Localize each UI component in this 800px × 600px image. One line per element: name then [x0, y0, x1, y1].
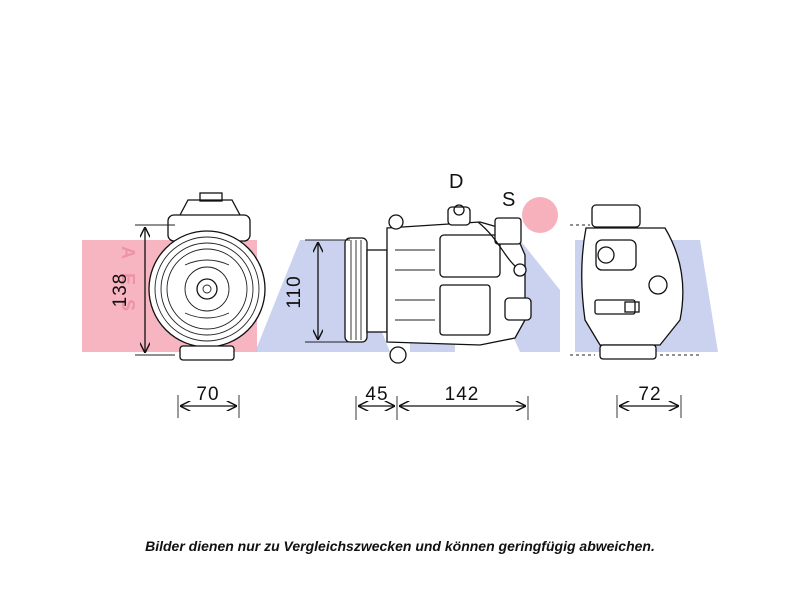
front-view	[148, 192, 266, 361]
rear-reference-lines	[570, 224, 700, 356]
mount-ear-bottom	[389, 346, 407, 364]
watermark-dot	[522, 197, 558, 233]
pulley-bolt	[202, 284, 212, 294]
watermark-vertical-text: AES	[118, 246, 138, 325]
dimension-front-height-label: 138	[110, 273, 131, 308]
rear-connector	[594, 299, 636, 315]
side-body-ribs	[395, 249, 435, 321]
clutch-plate	[184, 266, 230, 312]
rear-fitting	[648, 275, 668, 295]
dimension-front-width-label: 70	[196, 384, 219, 405]
suction-port	[494, 217, 522, 245]
discharge-port-opening	[453, 204, 465, 216]
rear-plug	[624, 301, 640, 313]
dimension-front-height: 138	[110, 224, 175, 356]
disclaimer-caption: Bilder dienen nur zu Vergleichszwecken u…	[145, 538, 655, 554]
side-connector	[504, 297, 532, 321]
pulley-groove-3	[166, 248, 248, 330]
side-rear-head	[439, 284, 491, 336]
dimension-rear-width-label: 72	[638, 384, 661, 405]
suction-port-label: S	[502, 189, 515, 211]
pulley-groove-1	[154, 236, 260, 342]
front-top-cap	[199, 192, 223, 202]
pulley-groove-2	[160, 242, 254, 336]
dimension-body-length-label: 142	[445, 384, 480, 405]
rear-view	[581, 204, 684, 360]
dimension-pulley-depth-label: 45	[365, 384, 388, 405]
rear-body	[581, 227, 684, 346]
pulley-hub	[196, 278, 218, 300]
rear-foot	[599, 344, 657, 360]
dimension-side-height-label: 110	[284, 275, 305, 308]
discharge-port-label: D	[449, 171, 463, 193]
side-clutch-coil	[366, 249, 388, 333]
pulley-outer	[148, 230, 266, 348]
dimension-front-width: 70	[177, 384, 240, 418]
dimension-side-length: 45 142	[355, 384, 529, 420]
mount-ear-rear	[513, 263, 527, 277]
dimension-side-height: 110	[284, 239, 350, 343]
side-view	[344, 204, 532, 364]
clutch-segments	[184, 259, 230, 319]
mount-ear-top	[388, 214, 404, 230]
side-control-valve	[439, 234, 501, 278]
dimension-rear-width: 72	[616, 384, 682, 418]
discharge-port	[447, 206, 471, 226]
rear-valve-screw	[597, 246, 615, 264]
front-bottom-foot	[179, 345, 235, 361]
front-top-fitting	[179, 199, 241, 216]
rear-top-fitting	[591, 204, 641, 228]
rear-valve	[595, 239, 637, 271]
